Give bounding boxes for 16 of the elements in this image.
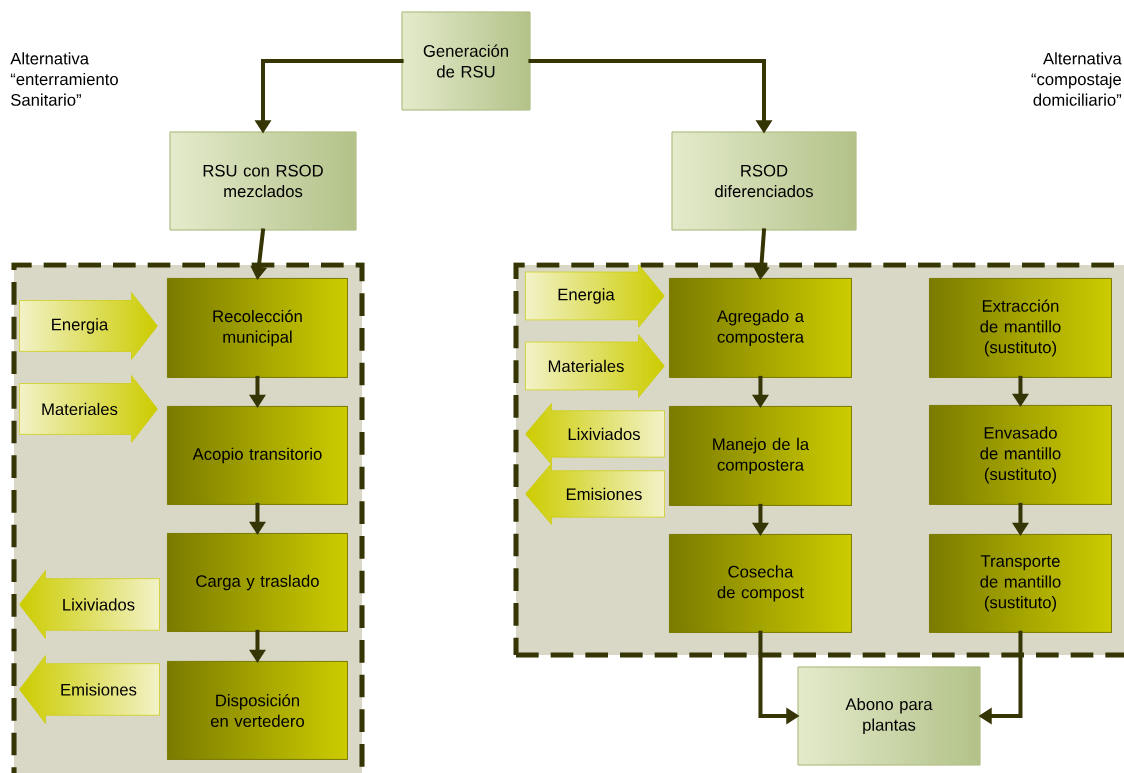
caption-text: Alternativa “compostaje domiciliario”: [1031, 52, 1122, 106]
process-box: RSU con RSOD mezclados: [169, 131, 357, 231]
process-box: Recolección municipal: [167, 278, 348, 378]
process-box: Cosecha de compost: [669, 534, 852, 633]
process-box: Extracción de mantillo (sustituto): [929, 278, 1112, 378]
process-box: Carga y traslado: [167, 533, 348, 632]
process-box: Manejo de la compostera: [669, 406, 852, 506]
process-box: RSOD diferenciados: [671, 131, 857, 231]
process-box: Agregado a compostera: [669, 278, 852, 378]
process-box: Acopio transitorio: [167, 406, 348, 505]
process-box: Abono para plantas: [797, 666, 981, 766]
process-box: Disposición en vertedero: [167, 661, 348, 760]
process-box: Generación de RSU: [401, 11, 531, 111]
caption-text: Alternativa “enterramiento Sanitario”: [10, 52, 118, 106]
process-box: Envasado de mantillo (sustituto): [929, 405, 1112, 505]
process-box: Transporte de mantillo (sustituto): [929, 534, 1112, 633]
